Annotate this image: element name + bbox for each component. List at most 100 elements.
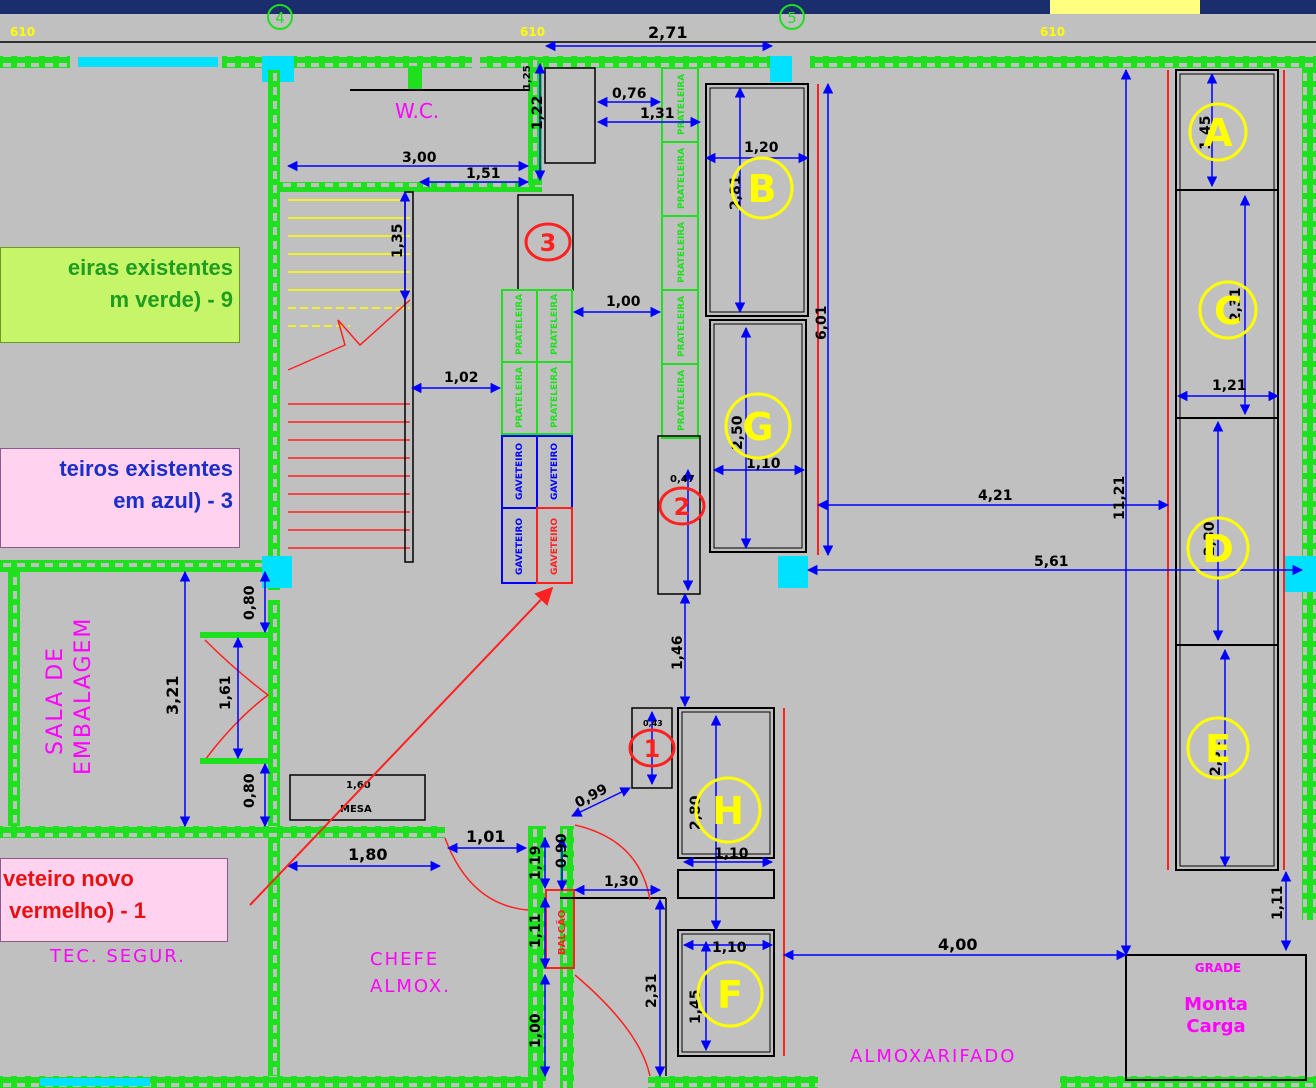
svg-text:TEC. SEGUR.: TEC. SEGUR.: [49, 946, 186, 967]
racks: [665, 83, 819, 1076]
svg-text:1,45: 1,45: [1198, 115, 1214, 150]
svg-text:PRATELEIRA: PRATELEIRA: [677, 148, 687, 209]
room-almoxarifado: ALMOXARIFADO: [850, 1046, 1016, 1067]
zone-c: [1198, 280, 1258, 340]
svg-text:2,81: 2,81: [1208, 741, 1224, 776]
svg-text:1,10: 1,10: [712, 940, 747, 956]
svg-text:1,80: 1,80: [348, 845, 387, 864]
zone-b-label: B: [748, 167, 777, 211]
svg-text:2,31: 2,31: [644, 973, 660, 1008]
svg-text:PRATELEIRA: PRATELEIRA: [677, 222, 687, 283]
svg-text:2,30: 2,30: [1202, 521, 1218, 556]
svg-text:GAVETEIRO: GAVETEIRO: [515, 443, 525, 500]
svg-text:4,21: 4,21: [978, 488, 1013, 504]
room-sala-line2: EMBALAGEM: [71, 617, 96, 775]
svg-text:1,10: 1,10: [746, 456, 781, 472]
svg-text:1,10: 1,10: [714, 846, 749, 862]
svg-text:1,01: 1,01: [466, 827, 505, 846]
room-monta-carga-line1: Monta: [1184, 994, 1248, 1015]
marker-1: [628, 728, 676, 768]
zone-h: [694, 776, 762, 844]
svg-text:GAVETEIRO: GAVETEIRO: [515, 518, 525, 575]
svg-text:6,01: 6,01: [814, 305, 830, 340]
shelves-column: PRATELEIRA PRATELEIRA PRATELEIRA PRATELE…: [661, 67, 699, 439]
marker-3-label: 3: [540, 229, 557, 257]
svg-text:1,35: 1,35: [390, 223, 406, 258]
zones: [694, 102, 1258, 1028]
walls: [0, 56, 1316, 1088]
zone-d-label: D: [1202, 527, 1234, 571]
room-chefe-line2: ALMOX.: [370, 976, 451, 997]
marker-2: [658, 486, 706, 526]
legend-new-drawer: veteiro novo vermelho) - 1: [0, 858, 228, 942]
marker-1-label: 1: [644, 735, 661, 763]
marker-2-label: 2: [674, 493, 691, 521]
zone-g: [724, 392, 792, 460]
svg-text:1,20: 1,20: [744, 140, 779, 156]
svg-text:1,30: 1,30: [604, 874, 639, 890]
marker-3: [524, 222, 572, 262]
svg-text:GRADE: GRADE: [1195, 961, 1242, 975]
zone-a-label: A: [1203, 111, 1233, 155]
zone-g-label: G: [742, 405, 773, 449]
svg-text:1,25: 1,25: [522, 65, 533, 90]
svg-text:1,21: 1,21: [1212, 378, 1247, 394]
svg-text:1,46: 1,46: [670, 635, 686, 670]
zone-e: [1186, 716, 1250, 780]
svg-text:PRATELEIRA: PRATELEIRA: [677, 74, 687, 135]
svg-text:1,31: 1,31: [640, 106, 675, 122]
svg-text:0,47: 0,47: [670, 474, 695, 485]
drawers: GAVETEIRO GAVETEIRO GAVETEIRO GAVETEIRO: [501, 435, 573, 584]
svg-text:0,90: 0,90: [554, 833, 570, 868]
svg-text:1,60: 1,60: [346, 780, 371, 791]
room-monta-carga-line2: Carga: [1186, 1016, 1245, 1037]
svg-text:5,61: 5,61: [1034, 554, 1069, 570]
legend-new-drawer-line2: vermelho) - 1: [3, 898, 147, 923]
svg-text:1,61: 1,61: [218, 675, 234, 710]
svg-text:BALCÃO: BALCÃO: [555, 910, 568, 955]
svg-text:PRATELEIRA: PRATELEIRA: [677, 296, 687, 357]
zone-b: [730, 156, 794, 220]
stairs: [287, 191, 414, 563]
legend-drawers-line1: teiros existentes: [59, 456, 233, 481]
zone-e-label: E: [1205, 727, 1231, 771]
svg-text:610: 610: [10, 25, 35, 39]
legend-drawers-line2: em azul) - 3: [113, 488, 233, 513]
zone-a: [1188, 102, 1248, 162]
svg-text:1,11: 1,11: [528, 913, 544, 948]
legend-shelves-line2: m verde) - 9: [109, 287, 234, 312]
svg-text:2,50: 2,50: [730, 415, 746, 450]
svg-text:1,45: 1,45: [688, 989, 704, 1024]
svg-text:MESA: MESA: [340, 804, 372, 815]
svg-text:0,80: 0,80: [242, 773, 258, 808]
svg-text:1,02: 1,02: [444, 370, 479, 386]
svg-text:1,00: 1,00: [528, 1013, 544, 1048]
svg-text:1,19: 1,19: [528, 845, 544, 880]
svg-text:1,22: 1,22: [530, 95, 546, 130]
room-sala-line1: SALA DE: [43, 646, 68, 755]
zone-f: [696, 960, 764, 1028]
svg-text:GAVETEIRO: GAVETEIRO: [550, 443, 560, 500]
svg-text:3,21: 3,21: [163, 676, 182, 715]
svg-text:610: 610: [520, 25, 545, 39]
shelves-center: PRATELEIRA PRATELEIRA PRATELEIRA PRATELE…: [501, 289, 573, 435]
legend-new-drawer-line1: veteiro novo: [3, 866, 134, 891]
legend-shelves-line1: eiras existentes: [67, 255, 233, 280]
svg-text:3,00: 3,00: [402, 150, 437, 166]
markers: [524, 222, 706, 768]
svg-text:0,43: 0,43: [643, 719, 663, 728]
svg-text:11,21: 11,21: [1112, 476, 1128, 520]
svg-text:2,71: 2,71: [648, 23, 687, 42]
svg-text:2,31: 2,31: [1228, 287, 1244, 322]
column-5-label: 5: [787, 9, 797, 27]
svg-text:PRATELEIRA: PRATELEIRA: [515, 367, 525, 428]
zone-f-label: F: [717, 973, 743, 1017]
svg-text:GAVETEIRO: GAVETEIRO: [550, 518, 560, 575]
right-racks: [1167, 69, 1285, 871]
svg-text:PRATELEIRA: PRATELEIRA: [515, 294, 525, 355]
room-chefe-line1: CHEFE: [370, 949, 439, 970]
svg-text:4,00: 4,00: [938, 935, 977, 954]
svg-text:0,76: 0,76: [612, 86, 647, 102]
svg-text:1,51: 1,51: [466, 166, 501, 182]
